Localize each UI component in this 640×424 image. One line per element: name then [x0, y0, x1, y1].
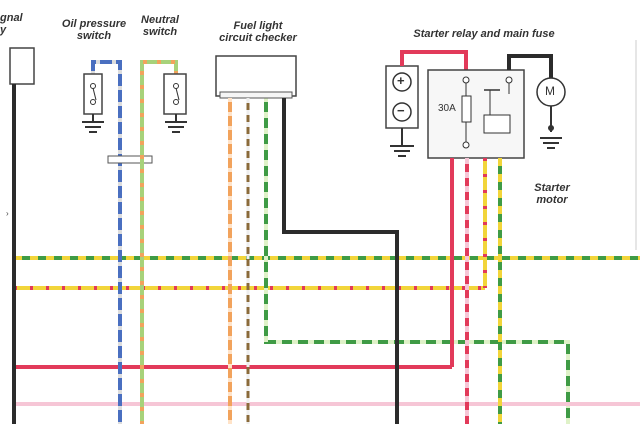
- starter-relay: [427, 54, 553, 424]
- motor-symbol: M: [545, 84, 555, 98]
- battery: [385, 50, 468, 157]
- margin-mark: ›: [6, 209, 9, 218]
- battery-minus-symbol: −: [397, 103, 405, 118]
- fuel-light-label: Fuel light circuit checker: [219, 20, 297, 44]
- oil-pressure-switch: [82, 60, 153, 424]
- neutral-switch: [140, 60, 187, 424]
- oil-pressure-label: Oil pressure switch: [61, 18, 127, 42]
- wire-green-white-checker: [264, 96, 570, 424]
- neutral-switch-label: Neutral switch: [141, 14, 179, 38]
- fuel-light-checker: [215, 55, 399, 424]
- battery-plus-symbol: +: [397, 73, 405, 88]
- fuse-rating-label: 30A: [438, 103, 456, 114]
- starter-motor-label: Starter motor: [534, 182, 570, 206]
- turn-signal-label: gnal y: [0, 12, 23, 36]
- starter-relay-label: Starter relay and main fuse: [413, 28, 555, 40]
- turn-signal-switch: [9, 47, 35, 424]
- starter-motor: [536, 77, 566, 149]
